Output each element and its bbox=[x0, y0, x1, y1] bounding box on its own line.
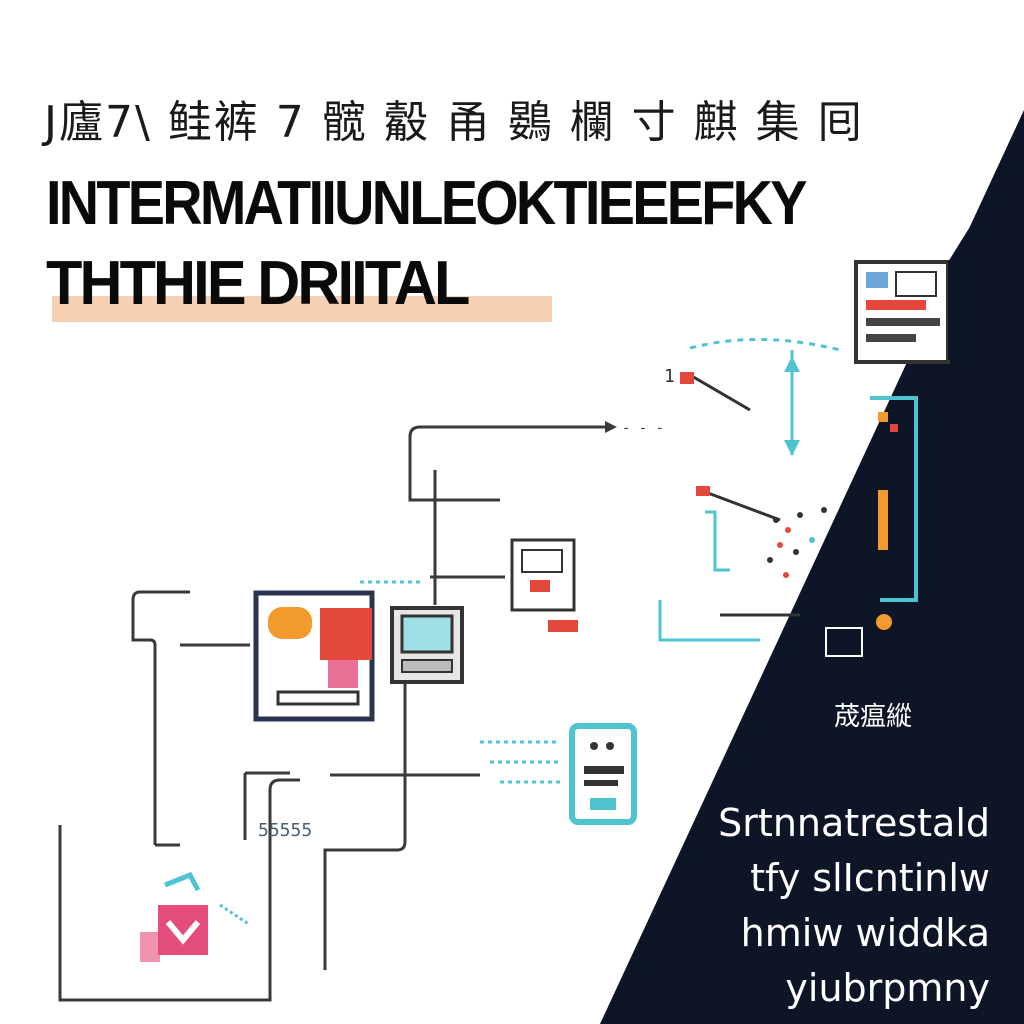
gauge-apparatus bbox=[658, 337, 841, 642]
connector-lines bbox=[58, 425, 605, 1002]
phone-device-icon bbox=[569, 723, 637, 825]
scatter-dots bbox=[767, 507, 827, 578]
side-line-1: Srtnnatrestald bbox=[718, 801, 990, 845]
arrow-head-top bbox=[605, 421, 617, 433]
side-line-3: hmiw widdka bbox=[740, 911, 990, 955]
side-line-2: tfy slIcntinlw bbox=[750, 856, 990, 900]
tall-device-icon bbox=[825, 396, 918, 657]
dots-label: 55555 bbox=[258, 820, 312, 841]
cjk-title: J廬7\ 鲑裤 7 髋 觳 甬 鷃 欄 寸 麒 集 囘 bbox=[44, 97, 864, 148]
machine-icon bbox=[854, 260, 950, 364]
central-monitor-icon bbox=[253, 590, 375, 722]
signal-dashes bbox=[360, 580, 560, 784]
side-cjk-label: 荿瘟縱 bbox=[834, 702, 913, 732]
headline-line-2: THTHIE DRIITAL bbox=[46, 249, 470, 318]
server-icon bbox=[510, 538, 578, 632]
arrow-tail-dashes: - - - bbox=[622, 421, 664, 437]
side-paragraph: Srtnnatrestald tfy slIcntinlw hmiw widdk… bbox=[660, 796, 990, 1016]
side-line-4: yiubrpmny bbox=[785, 966, 990, 1010]
heart-box-icon bbox=[140, 871, 251, 962]
headline-line-1: INTERMATIIUNLEOKTIEEEFKY bbox=[46, 169, 807, 238]
arrow-label: 1 bbox=[664, 366, 675, 387]
headline-highlight bbox=[52, 296, 552, 322]
computer-icon bbox=[390, 606, 464, 684]
